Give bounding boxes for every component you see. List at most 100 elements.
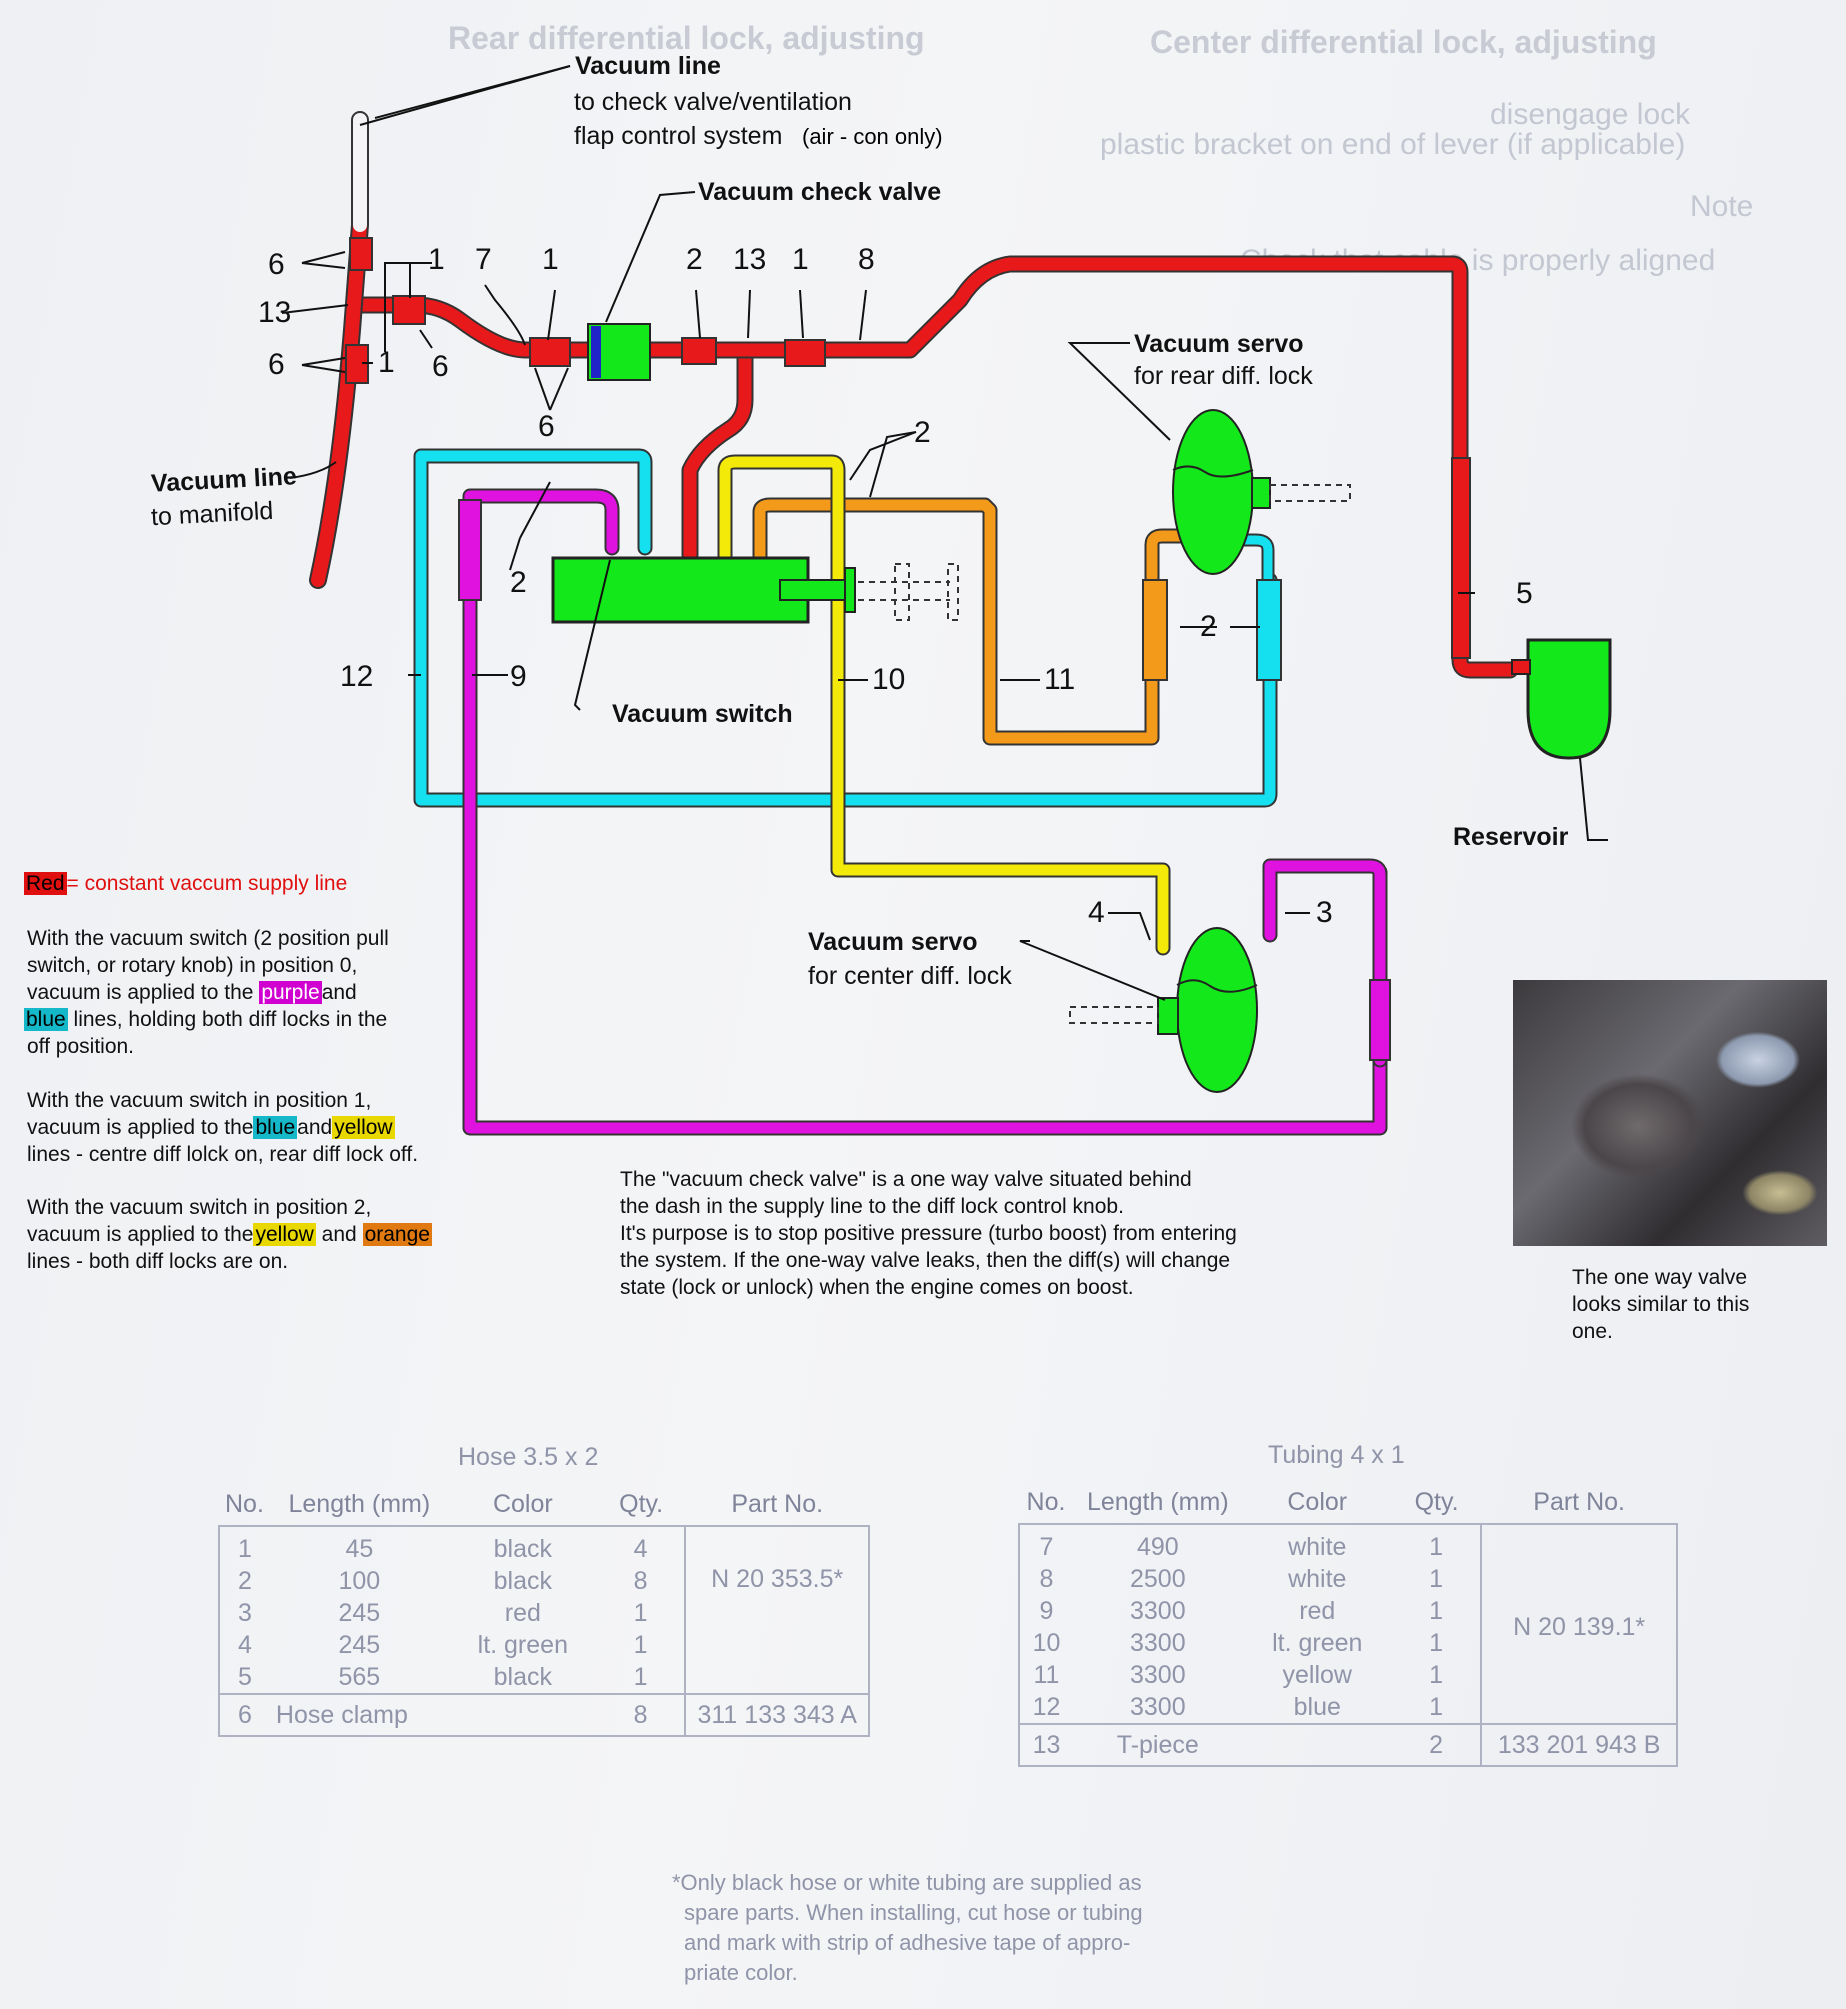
hose-cell: black [493,1566,552,1595]
num-7: 7 [475,243,492,276]
hose-cell: 245 [338,1630,381,1659]
num-2: 2 [686,243,703,276]
hose-cell: black [448,1525,597,1565]
hose-col-qty: Qty. [619,1490,664,1518]
tubing-col-length: Length (mm) [1086,1488,1229,1516]
hose-cell: 8 [596,1693,686,1737]
check-valve-note-l2: the dash in the supply line to the diff … [620,1195,1124,1218]
rear-servo [1172,409,1254,575]
note-p2-l2-b: and [297,1116,333,1139]
center-servo [1176,927,1258,1093]
hose-cell: 1 [218,1525,270,1565]
tubing-cell: 10 [1018,1627,1073,1659]
tubing-table-title: Tubing 4 x 1 [1268,1441,1405,1469]
note-p2-l2-a: vacuum is applied to the [27,1116,254,1139]
tubing-cell: white [1242,1523,1392,1563]
note-p1-l2: switch, or rotary knob) in position 0, [27,954,358,977]
tubing-cell: blue [1293,1692,1341,1721]
num-6: 6 [268,348,285,381]
check-valve-note-l5: state (lock or unlock) when the engine c… [620,1276,1134,1299]
note-p3-l2-b: and [321,1223,357,1246]
footnote: *Only black hose or white tubing are sup… [672,1868,1143,1988]
photo-caption-l3: one. [1572,1320,1613,1343]
vacuum-switch [551,556,810,624]
tubing-col-no: No. [1026,1488,1066,1516]
note-p1-l3-a: vacuum is applied to the [27,981,254,1004]
note-p1-l5: off position. [27,1035,135,1058]
hose-cell: 3 [218,1597,270,1629]
hose-cell: 2 [218,1565,270,1597]
hose-cell: 4 [596,1525,686,1565]
footnote-l4: priate color. [684,1960,798,1985]
hose-cell: 6 [218,1693,270,1737]
tubing-cell: red [1299,1596,1336,1625]
hose-col-partno: Part No. [731,1490,824,1518]
bg-heading-left: Rear differential lock, adjusting [448,20,925,56]
table-row: 1 45 black 4 N 20 353.5* [218,1525,870,1694]
hose-cell: red [504,1598,541,1627]
hose-cell: 5 [218,1661,270,1694]
bg-note: Note [1690,190,1754,223]
check-valve-note-l3: It's purpose is to stop positive pressur… [620,1222,1237,1245]
num-13: 13 [733,243,767,276]
tubing-cell: 1 [1429,1564,1444,1593]
bg-bullet-1: disengage lock [1490,98,1691,131]
note-p3-orange: orange [362,1223,432,1246]
num-1: 1 [542,243,559,276]
photo-caption-l1: The one way valve [1572,1266,1748,1289]
hose-table-title: Hose 3.5 x 2 [458,1443,599,1471]
table-row: 10 3300 lt. green 1 [1018,1627,1677,1659]
table-row: 9 3300 red 1 [1018,1595,1677,1627]
tubing-col-qty: Qty. [1414,1488,1459,1516]
check-valve-note-l1: The "vacuum check valve" is a one way va… [620,1168,1192,1191]
tubing-cell: 1 [1429,1596,1444,1625]
num-2: 2 [510,566,527,599]
note-p2-yellow: yellow [332,1116,395,1139]
table-row: 4 245 lt. green 1 [218,1629,869,1661]
tubing-col-color: Color [1287,1488,1348,1516]
tubing-cell: 2 [1391,1723,1482,1767]
note-p1-l4-b: lines, holding both diff locks in the [73,1008,388,1031]
callout-vacuum-line-top: Vacuum line [575,52,721,80]
bg-bullet-2: plastic bracket on end of lever (if appl… [1100,128,1686,161]
tubing-part-no: N 20 139.1* [1480,1523,1678,1724]
hose-cell: 100 [338,1566,381,1595]
legend-red-swatch: Red [24,872,67,895]
callout-servo-center: Vacuum servo [808,928,978,956]
callout-vacuum-switch: Vacuum switch [612,700,793,728]
tubing-cell: T-piece [1072,1723,1243,1767]
hose-cell: lt. green [477,1630,568,1659]
tubing-cell: 3300 [1129,1692,1186,1721]
tubing-cell: 9 [1018,1595,1073,1627]
callout-servo-rear-sub: for rear diff. lock [1134,362,1313,390]
hose-cell: 1 [633,1630,648,1659]
num-9: 9 [510,660,527,693]
tubing-cell: 3300 [1129,1628,1186,1657]
hose-cell: 45 [269,1525,449,1565]
num-6: 6 [538,410,555,443]
note-p3-l2: vacuum is applied to theyellow and orang… [27,1221,432,1248]
num-12: 12 [340,660,374,693]
tubing-cell: 1 [1429,1692,1444,1721]
hose-cell: 245 [338,1598,381,1627]
hose-cell: black [493,1662,552,1691]
tubing-col-partno: Part No. [1533,1488,1625,1516]
num-3: 3 [1316,896,1333,929]
table-row: 7 490 white 1 N 20 139.1* [1018,1523,1678,1724]
tubing-cell: 1 [1391,1523,1482,1563]
table-row: 12 3300 blue 1 [1018,1691,1677,1724]
num-2: 2 [914,416,931,449]
note-p1-l1: With the vacuum switch (2 position pull [27,927,389,950]
num-2: 2 [1200,610,1217,643]
hose-cell: Hose clamp [269,1693,597,1737]
num-1: 1 [792,243,809,276]
legend-red: Red= constant vaccum supply line [24,870,347,897]
check-valve-note-l4: the system. If the one-way valve leaks, … [620,1249,1231,1272]
note-p3-yellow: yellow [253,1223,316,1246]
table-row: 5 565 black 1 [218,1661,869,1694]
tubing-cell: 13 [1018,1723,1073,1767]
hose-cell: 565 [338,1662,381,1691]
hose-part-no: N 20 353.5* [684,1525,870,1694]
note-p3-l2-a: vacuum is applied to the [27,1223,254,1246]
